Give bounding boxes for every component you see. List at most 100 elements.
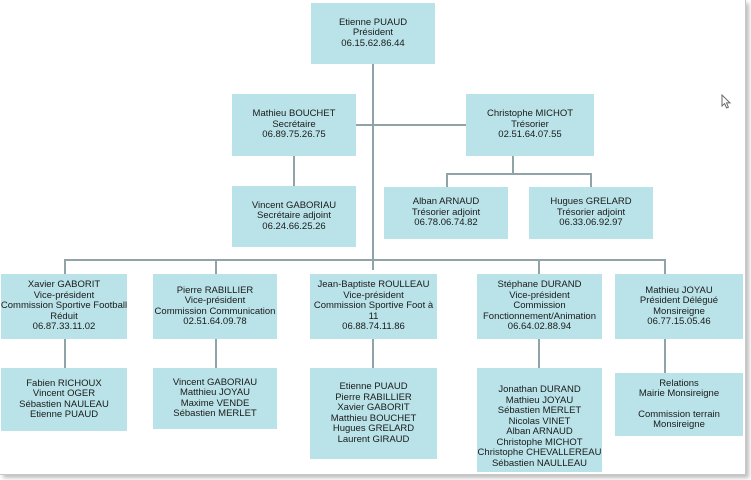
vice-president-node-2: Pierre RABILLIER Vice-président Commissi… bbox=[153, 274, 277, 339]
connector-secretary-adjoint bbox=[293, 156, 295, 186]
connector-team5 bbox=[664, 339, 666, 373]
treasurer-node: Christophe MICHOT Trésorier 02.51.64.07.… bbox=[466, 94, 594, 156]
node-phone: 06.15.62.86.44 bbox=[341, 37, 405, 49]
president-node: Etienne PUAUD Président 06.15.62.86.44 bbox=[311, 3, 435, 64]
connector-team4 bbox=[538, 339, 540, 368]
treasurer-adjoint-node-2: Hugues GRELARD Trésorier adjoint 06.33.0… bbox=[529, 187, 653, 239]
node-name: Stéphane DURAND bbox=[497, 279, 582, 291]
member-name: Sébastien NAULEAU bbox=[19, 398, 109, 410]
node-role: Trésorier adjoint bbox=[556, 206, 626, 218]
node-role: Vice-président bbox=[33, 289, 95, 301]
team-node-5: Relations Mairie Monsireigne Commission … bbox=[615, 373, 743, 436]
treasurer-adjoint-node-1: Alban ARNAUD Trésorier adjoint 06.78.06.… bbox=[384, 187, 508, 239]
node-commission: Commission Sportive Football bbox=[0, 300, 128, 312]
mouse-pointer-icon bbox=[721, 94, 732, 109]
node-phone: 06.33.06.92.97 bbox=[559, 217, 623, 229]
node-commission: Commission bbox=[513, 300, 566, 312]
connector-team2 bbox=[215, 339, 217, 368]
member-name: Vincent OGER bbox=[32, 388, 96, 399]
node-commission: Commission Communication bbox=[154, 305, 276, 317]
node-role: Président Délégué bbox=[639, 295, 719, 306]
connector-vp1 bbox=[64, 259, 66, 274]
secretary-adjoint-node: Vincent GABORIAU Secrétaire adjoint 06.2… bbox=[232, 186, 356, 247]
node-commission-detail: Réduit bbox=[50, 310, 78, 322]
node-phone: 02.51.64.09.78 bbox=[183, 316, 247, 327]
commission-detail: Monsireigne bbox=[653, 419, 705, 430]
member-name: Hugues GRELARD bbox=[332, 423, 415, 434]
connector-adjoint-1 bbox=[446, 173, 448, 187]
team-node-2: Vincent GABORIAU Matthieu JOYAU Maxime V… bbox=[153, 368, 277, 429]
node-name: Pierre RABILLIER bbox=[176, 284, 254, 296]
node-name: Christophe MICHOT bbox=[486, 108, 574, 120]
node-name: Jean-Baptiste ROULLEAU bbox=[317, 279, 430, 291]
member-name: Vincent GABORIAU bbox=[172, 376, 258, 388]
connector-vp4 bbox=[538, 259, 540, 274]
team-node-3: Etienne PUAUD Pierre RABILLIER Xavier GA… bbox=[310, 368, 437, 459]
member-name: Laurent GIRAUD bbox=[337, 433, 410, 445]
team-node-4: Jonathan DURAND Mathieu JOYAU Sébastien … bbox=[477, 368, 602, 472]
node-phone: 06.88.74.11.86 bbox=[342, 321, 405, 333]
member-name: Nicolas VINET bbox=[508, 415, 571, 427]
node-commission: Commission Sportive Foot à bbox=[313, 300, 434, 312]
node-phone: 06.89.75.26.75 bbox=[262, 129, 326, 141]
member-name: Maxime VENDE bbox=[180, 397, 250, 409]
relation-detail: Mairie Monsireigne bbox=[638, 388, 720, 399]
node-role: Vice-président bbox=[184, 295, 246, 306]
node-phone: 06.77.15.05.46 bbox=[647, 316, 711, 327]
node-role: Président bbox=[352, 27, 394, 39]
member-name: Alban ARNAUD bbox=[506, 426, 573, 437]
node-phone: 06.87.33.11.02 bbox=[32, 321, 96, 333]
member-name: Etienne PUAUD bbox=[29, 409, 99, 420]
connector-adjoint-2 bbox=[590, 173, 592, 187]
member-name: Xavier GABORIT bbox=[337, 402, 410, 413]
node-phone: 06.64.02.88.94 bbox=[507, 321, 572, 333]
vice-president-node-4: Stéphane DURAND Vice-président Commissio… bbox=[477, 274, 602, 339]
member-name: Sébastien MERLET bbox=[173, 408, 257, 419]
member-name: Christophe CHEVALLEREAU bbox=[477, 447, 602, 458]
node-name: Hugues GRELARD bbox=[550, 196, 632, 208]
connector-treasurer-down bbox=[512, 156, 514, 174]
member-name: Etienne PUAUD bbox=[339, 381, 408, 392]
node-phone: 02.51.64.07.55 bbox=[498, 129, 562, 141]
member-name: Christophe MICHOT bbox=[496, 436, 583, 448]
node-phone: 06.24.66.25.26 bbox=[262, 220, 326, 232]
node-role: Vice-président bbox=[343, 289, 404, 301]
node-commission: Monsireigne bbox=[653, 305, 705, 317]
node-commission-detail: Fonctionnement/Animation bbox=[482, 310, 596, 322]
node-phone: 06.78.06.74.82 bbox=[414, 217, 478, 229]
vice-president-node-3: Jean-Baptiste ROULLEAU Vice-président Co… bbox=[310, 274, 437, 339]
node-name: Alban ARNAUD bbox=[412, 196, 480, 208]
member-name: Pierre RABILLIER bbox=[335, 391, 412, 403]
team-node-1: Fabien RICHOUX Vincent OGER Sébastien NA… bbox=[1, 368, 127, 431]
connector-team1 bbox=[64, 339, 66, 368]
member-name: Fabien RICHOUX bbox=[26, 377, 102, 389]
node-role: Trésorier adjoint bbox=[411, 206, 481, 218]
node-commission-detail: 11 bbox=[368, 310, 379, 322]
node-name: Mathieu BOUCHET bbox=[252, 108, 336, 120]
node-role: Trésorier bbox=[511, 118, 549, 130]
member-name: Matthieu JOYAU bbox=[179, 387, 251, 398]
node-name: Xavier GABORIT bbox=[27, 279, 101, 291]
connector-vp2 bbox=[215, 259, 217, 274]
connector-secretary-treasurer bbox=[316, 124, 466, 126]
connector-treasurer-adjoints bbox=[446, 173, 592, 175]
node-name: Etienne PUAUD bbox=[338, 16, 408, 28]
node-role: Secrétaire bbox=[272, 118, 316, 130]
node-name: Mathieu JOYAU bbox=[645, 284, 713, 296]
member-name: Sébastien NAULLEAU bbox=[491, 457, 588, 469]
node-role: Secrétaire adjoint bbox=[257, 210, 331, 222]
connector-vp5 bbox=[664, 259, 666, 274]
node-role: Vice-président bbox=[509, 289, 570, 301]
member-name: Mathieu JOYAU bbox=[505, 394, 574, 406]
vice-president-node-1: Xavier GABORIT Vice-président Commission… bbox=[1, 274, 127, 339]
secretary-node: Mathieu BOUCHET Secrétaire 06.89.75.26.7… bbox=[232, 94, 356, 156]
vice-president-node-5: Mathieu JOYAU Président Délégué Monsirei… bbox=[615, 274, 743, 339]
commission-label: Commission terrain bbox=[638, 408, 720, 420]
connector-team3 bbox=[372, 339, 374, 368]
member-name: Matthieu BOUCHET bbox=[330, 412, 417, 424]
node-name: Vincent GABORIAU bbox=[251, 199, 337, 211]
relation-label: Relations bbox=[659, 377, 699, 389]
connector-vp-bus bbox=[64, 259, 666, 261]
member-name: Jonathan DURAND bbox=[498, 384, 581, 395]
